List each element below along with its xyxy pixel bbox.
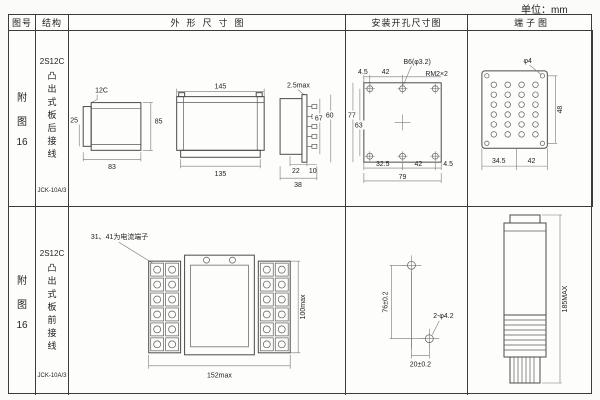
mounting-drawing-row1: 4.5 42 B6(φ3.2) RM2×2 77 63 32.5 42 4.5 … (346, 31, 468, 207)
terminal-diagram-rear: φ4 48 34.5 42 (481, 58, 564, 171)
outline-drawing-rear-wiring: 12C 25 83 85 (70, 83, 337, 189)
dim-2-5max: 2.5max (287, 83, 310, 90)
right-terminal-strip (257, 260, 291, 354)
figure-char: 图 (17, 117, 27, 128)
structure-desc: 凸出式板前接线 (46, 263, 57, 354)
outline-drawing-row1: 12C 25 83 85 (69, 31, 346, 207)
unit-label: 单位：mm (521, 5, 568, 16)
figure-number: 16 (16, 319, 28, 331)
dim-83: 83 (108, 164, 116, 171)
dim-4-5-bottom: 4.5 (443, 161, 453, 168)
dim-76: 76±0.2 (383, 291, 390, 312)
left-terminal-strip (148, 260, 182, 354)
mounting-hole-drawing-rear: 4.5 42 B6(φ3.2) RM2×2 77 63 32.5 42 4.5 … (346, 59, 453, 183)
mounting-drawing-row2: 76±0.2 2-φ4.2 20±0.2 (346, 207, 468, 395)
dim-25: 25 (70, 117, 78, 124)
header-terminal-label: 端子图 (513, 18, 550, 28)
terminal-side-view-front-wiring: 185MAX (503, 214, 569, 384)
header-mounting: 安装开孔尺寸图 (346, 15, 468, 31)
mounting-dimensions: 76±0.2 2-φ4.2 20±0.2 (383, 264, 454, 368)
dim-38: 38 (294, 182, 302, 189)
relay-left-view: 12C 25 83 85 (70, 88, 162, 172)
dim-63: 63 (355, 122, 363, 129)
outline-drawing-front-wiring: 31、41为电流端子 (91, 232, 307, 380)
header-terminal: 端子图 (468, 15, 593, 31)
mounting-hole-drawing-front: 76±0.2 2-φ4.2 20±0.2 (383, 255, 454, 368)
dim-32-5: 32.5 (376, 161, 390, 168)
figure-number: 16 (16, 137, 28, 148)
header-figure-no: 图号 (9, 15, 36, 31)
figure-char: 附 (17, 275, 27, 287)
dim-135: 135 (215, 171, 227, 178)
terminal-dimensions: φ4 48 34.5 42 (481, 58, 564, 171)
mounting-holes (401, 255, 440, 349)
hole-spec-note: B6(φ3.2) (404, 59, 431, 66)
relay-type-label: JCK-10A/3 (37, 188, 67, 194)
relay-side-view: 2.5max 67 60 22 10 38 (279, 83, 337, 189)
header-outline: 外形尺寸图 (69, 15, 346, 31)
dim-34-5: 34.5 (492, 158, 506, 165)
dim-85: 85 (155, 118, 163, 125)
current-terminal-note: 31、41为电流端子 (91, 232, 153, 264)
relay-side-profile (503, 214, 547, 384)
mounting-holes (364, 83, 441, 162)
dim-42: 42 (528, 158, 536, 165)
dim-185max: 185MAX (562, 285, 569, 312)
dim-22: 22 (292, 168, 300, 175)
figure-no-row1: 附 图 16 (9, 31, 36, 207)
relay-type-label: JCK-10A/3 (37, 373, 67, 379)
structure-row1: 2S12C 凸出式板后接线 JCK-10A/3 (36, 31, 69, 207)
header-figure-no-label: 图号 (11, 18, 32, 28)
dim-60: 60 (326, 113, 334, 120)
dim-case-label: 12C (95, 88, 108, 95)
model-label: 2S12C (39, 249, 65, 258)
figure-no-row2: 附 图 16 (9, 207, 36, 395)
dim-77: 77 (348, 113, 356, 120)
dim-10: 10 (309, 168, 317, 175)
screw-spec-note: RM2×2 (425, 71, 448, 78)
height-dimension: 185MAX (542, 214, 569, 384)
dim-42-top: 42 (382, 69, 390, 76)
header-outline-label: 外形尺寸图 (170, 18, 251, 28)
dim-48: 48 (557, 106, 564, 114)
mounting-dimensions: 4.5 42 B6(φ3.2) RM2×2 77 63 32.5 42 4.5 … (346, 59, 453, 183)
dim-145: 145 (215, 84, 227, 91)
current-terminal-note-text: 31、41为电流端子 (91, 232, 148, 241)
dim-100max: 100max (300, 294, 307, 319)
structure-row2: 2S12C 凸出式板前接线 JCK-10A/3 (36, 207, 69, 395)
terminal-holes-grid (490, 81, 539, 138)
figure-char: 图 (17, 299, 27, 311)
dim-79: 79 (399, 174, 407, 181)
spec-table: 图号 结构 外形尺寸图 安装开孔尺寸图 端子图 附 图 16 2S12C 凸出式… (8, 14, 593, 395)
terminal-block (481, 64, 548, 149)
header-structure: 结构 (36, 15, 69, 31)
dim-67: 67 (315, 115, 323, 122)
mounting-plate-outline (363, 65, 442, 163)
model-label: 2S12C (39, 57, 65, 66)
structure-desc: 凸出式板后接线 (46, 71, 57, 162)
dim-phi4: φ4 (524, 58, 532, 65)
outline-drawing-row2: 31、41为电流端子 (69, 207, 346, 395)
header-structure-label: 结构 (41, 18, 62, 28)
dim-42-bottom: 42 (415, 161, 423, 168)
terminal-drawing-row2: 185MAX (468, 207, 593, 395)
header-mounting-label: 安装开孔尺寸图 (371, 18, 442, 28)
relay-front-view: 145 135 (176, 84, 265, 178)
hole-spec-note: 2-φ4.2 (433, 313, 453, 320)
relay-body-front (184, 254, 255, 356)
dim-4-5-top: 4.5 (358, 69, 368, 76)
dim-20: 20±0.2 (410, 361, 431, 368)
dim-152max: 152max (207, 373, 232, 380)
figure-char: 附 (17, 93, 27, 104)
terminal-drawing-row1: φ4 48 34.5 42 (468, 31, 593, 207)
front-view-dimensions: 100max 152max (148, 260, 307, 380)
